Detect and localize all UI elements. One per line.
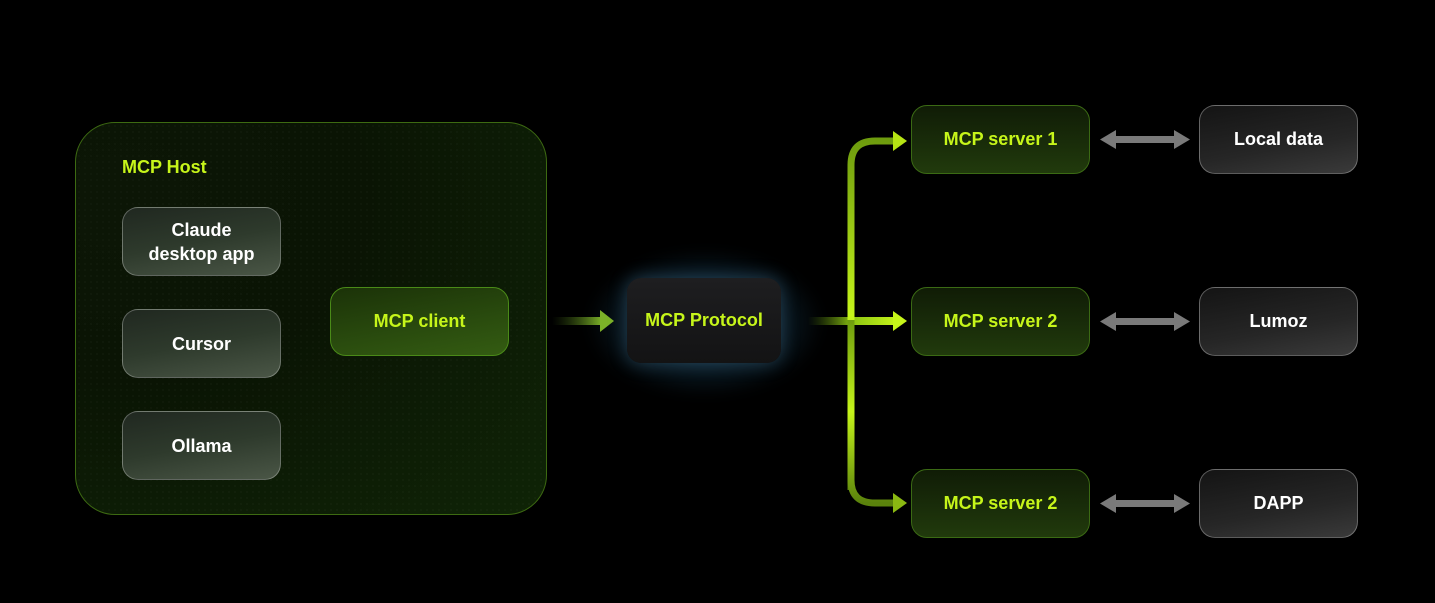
app-label-line1: Claude [171, 219, 232, 240]
resource-local-data[interactable]: Local data [1199, 105, 1358, 174]
resource-label: DAPP [1253, 493, 1304, 513]
client-label: MCP client [373, 311, 466, 331]
bidir-arrow-2 [1100, 312, 1190, 331]
mcp-client-node[interactable]: MCP client [330, 287, 509, 356]
mcp-server-1[interactable]: MCP server 1 [911, 105, 1090, 174]
arrowhead-server-1 [893, 131, 907, 151]
server-label: MCP server 2 [943, 311, 1058, 331]
arrowhead-server-2 [893, 311, 907, 331]
bidirectional-arrows [1100, 130, 1190, 513]
resource-dapp[interactable]: DAPP [1199, 469, 1358, 538]
app-label-line2: desktop app [148, 243, 255, 264]
bidir-arrow-3 [1100, 494, 1190, 513]
protocol-label: MCP Protocol [645, 310, 763, 330]
arrow-protocol-to-servers [808, 131, 907, 513]
resource-label: Local data [1233, 129, 1324, 149]
mcp-server-2[interactable]: MCP server 2 [911, 287, 1090, 356]
arrowhead-server-3 [893, 493, 907, 513]
app-cursor[interactable]: Cursor [122, 309, 281, 378]
arrow-client-to-protocol [552, 310, 614, 332]
resource-lumoz[interactable]: Lumoz [1199, 287, 1358, 356]
host-title: MCP Host [122, 157, 207, 177]
resource-label: Lumoz [1249, 311, 1308, 331]
server-label: MCP server 2 [943, 493, 1058, 513]
app-claude-desktop[interactable]: Claude desktop app [122, 207, 281, 276]
mcp-host-container: MCP Host Claude desktop app Cursor Ollam… [75, 122, 547, 515]
mcp-server-3[interactable]: MCP server 2 [911, 469, 1090, 538]
server-label: MCP server 1 [943, 129, 1058, 149]
app-label: Ollama [171, 435, 232, 456]
app-ollama[interactable]: Ollama [122, 411, 281, 480]
mcp-protocol-node[interactable]: MCP Protocol [627, 278, 781, 363]
bidir-arrow-1 [1100, 130, 1190, 149]
app-label: Cursor [171, 333, 231, 354]
